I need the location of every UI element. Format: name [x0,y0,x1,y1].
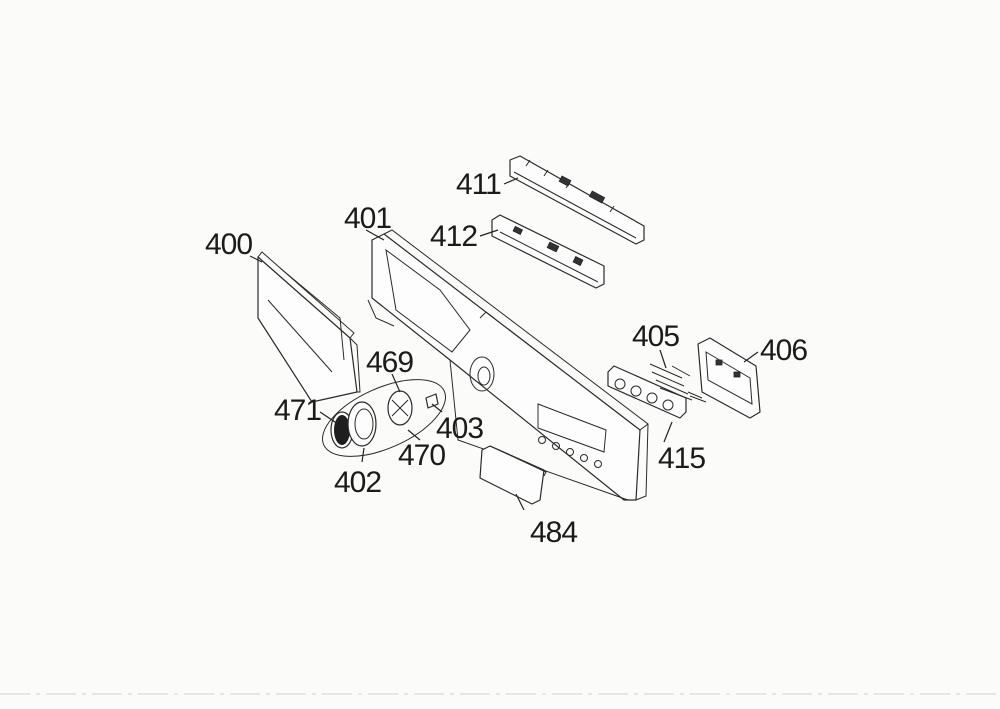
part-405-light-pipes [649,363,707,403]
callout-471: 471 [274,394,321,427]
callout-402: 402 [334,466,381,499]
part-470-knob [347,401,377,447]
part-411-electronic-board [509,155,645,245]
part-484-cover [479,445,547,505]
callout-415: 415 [658,442,705,475]
callout-470: 470 [398,439,445,472]
callout-403: 403 [436,412,483,445]
callout-406: 406 [760,334,807,367]
callout-411: 411 [456,168,501,201]
callout-469: 469 [366,346,413,379]
part-415-button-holder [607,365,687,419]
callout-405: 405 [632,320,679,353]
part-412-pcb [491,214,605,289]
part-400-detergent-drawer [257,251,361,403]
leader-lines [249,177,759,511]
part-406-display-module [697,337,761,419]
callout-400: 400 [205,228,252,261]
part-401-control-panel [367,229,649,501]
part-403-knob-spindle [425,393,439,409]
callout-484: 484 [530,516,577,549]
callout-412: 412 [430,220,477,253]
callout-401: 401 [344,202,391,235]
part-402-knob-assembly [321,379,447,457]
part-469-knob-insert [387,390,413,426]
